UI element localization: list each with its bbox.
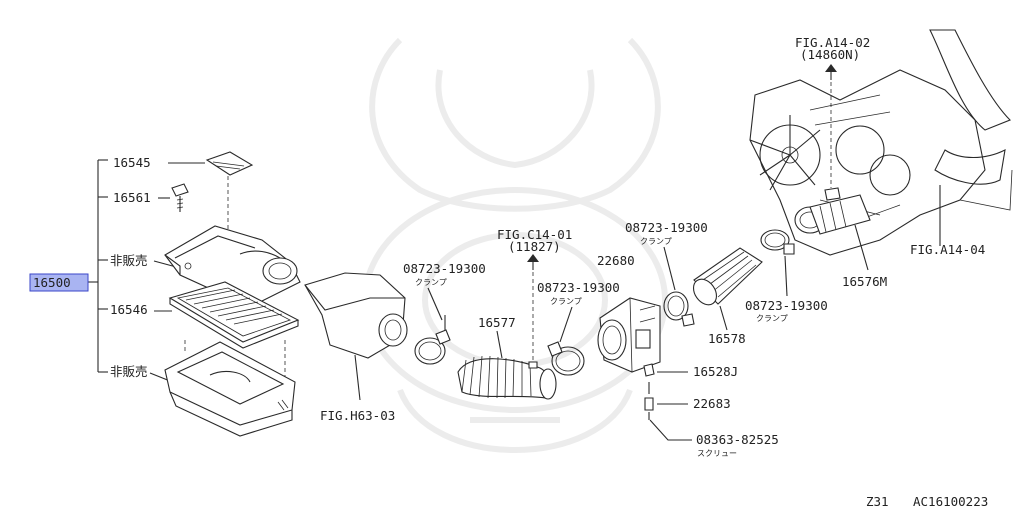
label-clamp2-kana: クランプ (550, 297, 582, 306)
selected-highlight (29, 273, 89, 292)
clamp-4[interactable] (760, 229, 795, 255)
air-flow-meter[interactable] (597, 297, 661, 373)
leader-clamp2 (559, 306, 573, 343)
leader-16577 (496, 330, 503, 359)
label-clamp2-part[interactable]: 08723-19300 (537, 280, 620, 295)
arrow-up-icon-2 (825, 64, 837, 72)
clamp-3[interactable] (663, 291, 695, 327)
label-16545[interactable]: 16545 (113, 155, 151, 170)
air-cleaner-assembly[interactable] (164, 151, 301, 437)
leader-16576m (854, 224, 869, 271)
label-fig-h63-03[interactable]: FIG.H63-03 (320, 408, 395, 423)
label-16576m[interactable]: 16576M (842, 274, 887, 289)
label-16546[interactable]: 16546 (110, 302, 148, 317)
diagram-id: AC16100223 (913, 494, 988, 509)
clamp-2[interactable] (547, 341, 585, 376)
label-not-sold-top: 非販売 (110, 253, 148, 268)
label-not-sold-bottom: 非販売 (110, 364, 148, 379)
hose-16578[interactable] (689, 247, 763, 309)
label-clamp1-kana: クランプ (415, 278, 447, 287)
label-16528j[interactable]: 16528J (693, 364, 738, 379)
arrow-up-icon (527, 254, 539, 262)
intake-duct[interactable] (304, 272, 408, 401)
label-screw-kana: スクリュー (697, 449, 737, 458)
label-screw-part[interactable]: 08363-82525 (696, 432, 779, 447)
hose-16577[interactable] (457, 355, 557, 400)
leader-clamp3 (663, 246, 676, 291)
assembly-bracket (88, 159, 108, 373)
label-16500[interactable]: 16500 (33, 275, 71, 290)
label-22683[interactable]: 22683 (693, 396, 731, 411)
intake-tube-16576m[interactable] (794, 187, 871, 235)
label-clamp4-kana: クランプ (756, 314, 788, 323)
label-clamp3-part[interactable]: 08723-19300 (625, 220, 708, 235)
label-22680[interactable]: 22680 (597, 253, 635, 268)
label-16561[interactable]: 16561 (113, 190, 151, 205)
clamp-1[interactable] (414, 315, 451, 365)
leader-clamp1 (427, 287, 443, 321)
leader-screw (649, 419, 692, 441)
label-fig-a14-02-ref[interactable]: (14860N) (800, 47, 860, 62)
label-16578[interactable]: 16578 (708, 331, 746, 346)
label-fig-a14-02[interactable]: FIG.A14-02 (795, 35, 870, 50)
label-16577[interactable]: 16577 (478, 315, 516, 330)
label-fig-c14-01[interactable]: FIG.C14-01 (497, 227, 572, 242)
label-clamp4-part[interactable]: 08723-19300 (745, 298, 828, 313)
engine-block[interactable] (749, 29, 1013, 256)
model-code: Z31 (866, 494, 889, 509)
sensor-parts[interactable] (643, 363, 655, 420)
label-clamp3-kana: クランプ (640, 237, 672, 246)
label-clamp1-part[interactable]: 08723-19300 (403, 261, 486, 276)
leader-16578 (719, 305, 728, 331)
leader-clamp4 (784, 255, 788, 297)
label-fig-c14-01-ref[interactable]: (11827) (508, 239, 561, 254)
label-fig-a14-04[interactable]: FIG.A14-04 (910, 242, 985, 257)
